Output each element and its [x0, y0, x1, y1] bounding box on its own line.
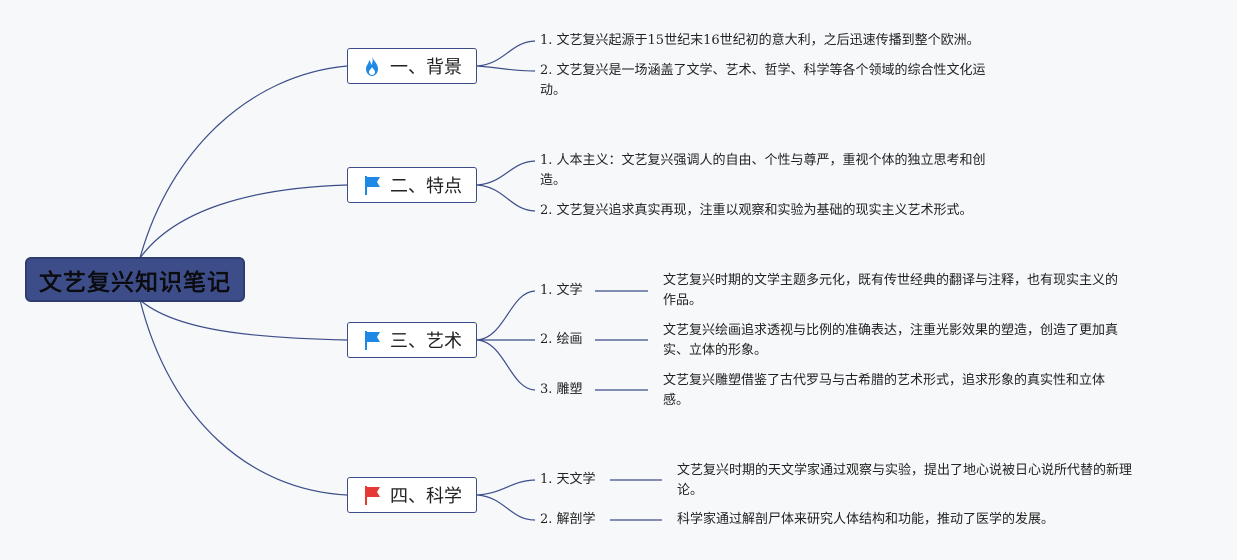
- branch-label: 四、科学: [390, 486, 462, 507]
- fire-icon: [362, 55, 382, 77]
- sub-topic-sculpture[interactable]: 3. 雕塑: [540, 382, 583, 397]
- link-sci-2: [476, 494, 536, 521]
- sub-topic-astronomy[interactable]: 1. 天文学: [540, 472, 596, 487]
- link-root-science: [139, 299, 348, 496]
- link-root-bg: [139, 65, 348, 259]
- list-item: 2. 文艺复兴是一场涵盖了文学、艺术、哲学、科学等各个领域的综合性文化运 动。: [540, 63, 986, 98]
- link-feat-1: [476, 160, 536, 186]
- link-art-3: [476, 339, 536, 391]
- root-title: 文艺复兴知识笔记: [39, 269, 231, 296]
- flag-icon: [362, 484, 382, 506]
- branch-label: 二、特点: [390, 176, 462, 197]
- list-item: 1. 人本主义：文艺复兴强调人的自由、个性与尊严，重视个体的独立思考和创 造。: [540, 153, 986, 188]
- description: 科学家通过解剖尸体来研究人体结构和功能，推动了医学的发展。: [677, 512, 1055, 527]
- sub-topic-literature[interactable]: 1. 文学: [540, 283, 583, 298]
- branch-features[interactable]: 二、特点: [347, 167, 477, 203]
- link-root-features: [139, 184, 348, 259]
- description: 文艺复兴时期的天文学家通过观察与实验，提出了地心说被日心说所代替的新理 论。: [677, 463, 1133, 498]
- description: 文艺复兴雕塑借鉴了古代罗马与古希腊的艺术形式，追求形象的真实性和立体 感。: [663, 373, 1106, 408]
- link-sci-1: [476, 479, 536, 496]
- branch-label: 三、艺术: [390, 331, 462, 352]
- list-item: 2. 文艺复兴追求真实再现，注重以观察和实验为基础的现实主义艺术形式。: [540, 203, 973, 218]
- description: 文艺复兴绘画追求透视与比例的准确表达，注重光影效果的塑造，创造了更加真 实、立体…: [663, 323, 1119, 358]
- link-root-art: [139, 299, 348, 341]
- branch-art[interactable]: 三、艺术: [347, 322, 477, 358]
- link-bg-1: [476, 40, 536, 67]
- root-topic[interactable]: 文艺复兴知识笔记: [25, 257, 245, 302]
- sub-topic-painting[interactable]: 2. 绘画: [540, 332, 583, 347]
- flag-icon: [362, 174, 382, 196]
- list-item: 1. 文艺复兴起源于15世纪末16世纪初的意大利，之后迅速传播到整个欧洲。: [540, 33, 980, 48]
- link-bg-2: [476, 65, 536, 72]
- branch-background[interactable]: 一、背景: [347, 48, 477, 84]
- sub-topic-anatomy[interactable]: 2. 解剖学: [540, 512, 596, 527]
- link-feat-2: [476, 184, 536, 212]
- branch-science[interactable]: 四、科学: [347, 477, 477, 513]
- flag-icon: [362, 329, 382, 351]
- description: 文艺复兴时期的文学主题多元化，既有传世经典的翻译与注释，也有现实主义的 作品。: [663, 273, 1119, 308]
- branch-label: 一、背景: [390, 57, 462, 78]
- link-art-1: [476, 290, 536, 341]
